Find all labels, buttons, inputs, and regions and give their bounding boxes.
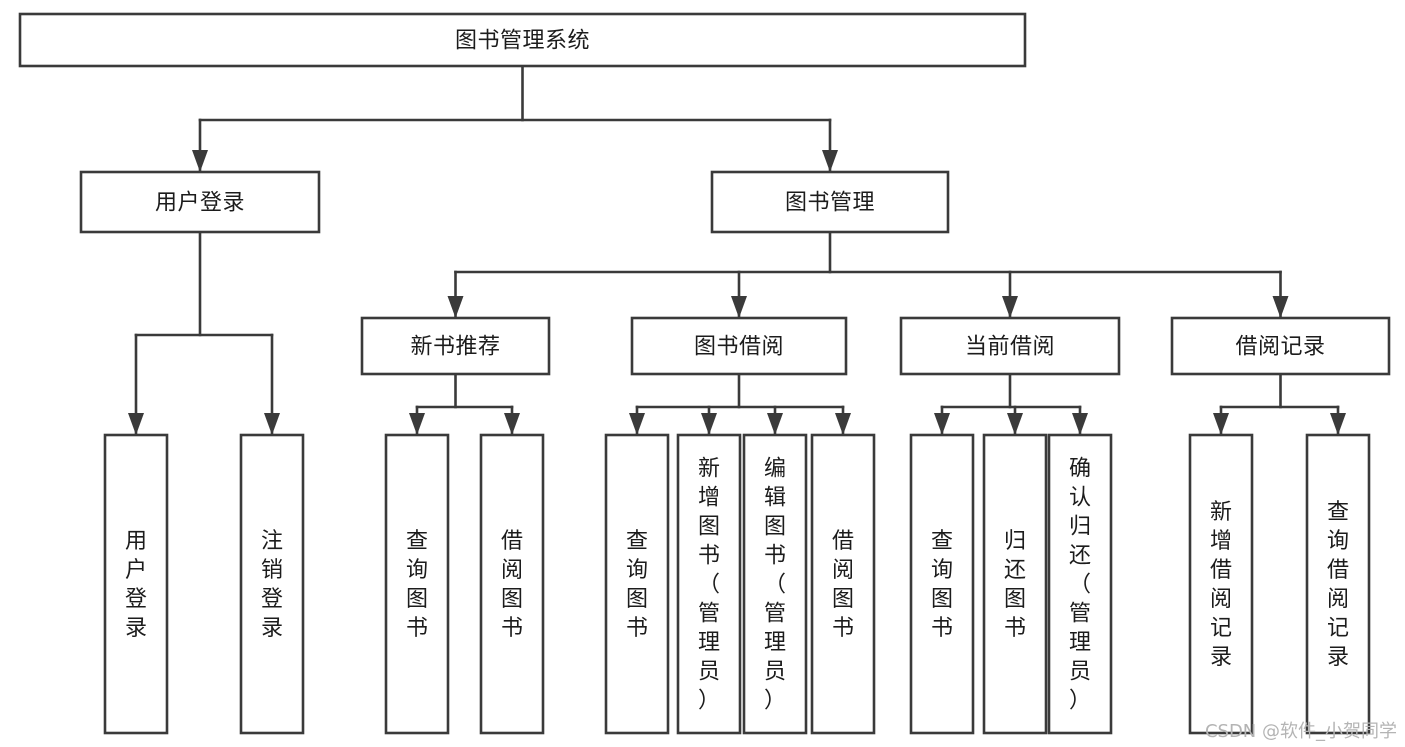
arrow-head-icon <box>701 413 717 435</box>
node-box <box>676 433 742 735</box>
arrow-head-icon <box>1330 413 1346 435</box>
node-box <box>1188 433 1254 735</box>
node-box <box>909 433 975 735</box>
arrow-head-icon <box>1007 413 1023 435</box>
node-box <box>103 433 169 735</box>
arrow-head-icon <box>447 296 464 318</box>
node-leaf-8[interactable]: 查询图书 <box>909 433 975 735</box>
node-leaf-7[interactable]: 借阅图书 <box>810 433 876 735</box>
node-level2-3[interactable]: 借阅记录 <box>1170 316 1391 376</box>
arrow-head-icon <box>629 413 645 435</box>
node-leaf-2[interactable]: 查询图书 <box>384 433 450 735</box>
node-label: 新增图书（管理员） <box>698 457 720 714</box>
node-layer: 图书管理系统用户登录图书管理新书推荐图书借阅当前借阅借阅记录用户登录注销登录查询… <box>18 12 1391 735</box>
arrow-head-icon <box>835 413 851 435</box>
arrow-head-icon <box>1272 296 1289 318</box>
node-label: 注销登录 <box>261 529 283 641</box>
arrow-head-icon <box>1002 296 1018 318</box>
arrow-head-icon <box>822 150 838 172</box>
node-label: 借阅图书 <box>832 529 854 641</box>
node-label: 当前借阅 <box>965 335 1055 360</box>
node-leaf-6[interactable]: 编辑图书（管理员） <box>742 433 808 735</box>
node-box <box>1305 433 1371 735</box>
node-label: 图书管理 <box>785 191 875 216</box>
connector-layer <box>128 64 1346 436</box>
node-box <box>710 170 950 234</box>
node-leaf-12[interactable]: 查询借阅记录 <box>1305 433 1371 735</box>
node-box <box>18 12 1027 68</box>
node-label: 用户登录 <box>125 529 147 641</box>
arrow-head-icon <box>409 413 425 435</box>
node-label: 借阅图书 <box>501 529 523 641</box>
node-box <box>360 316 551 376</box>
arrow-head-icon <box>1213 413 1229 435</box>
watermark-text: CSDN @软件_小贺同学 <box>1204 721 1397 742</box>
arrow-head-icon <box>1072 413 1088 435</box>
node-leaf-9[interactable]: 归还图书 <box>982 433 1048 735</box>
node-box <box>604 433 670 735</box>
node-box <box>810 433 876 735</box>
node-label: 新增借阅记录 <box>1210 500 1232 670</box>
node-label: 归还图书 <box>1004 529 1026 641</box>
node-box <box>630 316 848 376</box>
node-box <box>982 433 1048 735</box>
node-box <box>479 433 545 735</box>
node-leaf-0[interactable]: 用户登录 <box>103 433 169 735</box>
node-label: 编辑图书（管理员） <box>764 457 786 714</box>
node-level2-1[interactable]: 图书借阅 <box>630 316 848 376</box>
arrow-head-icon <box>504 413 520 435</box>
node-box <box>239 433 305 735</box>
node-level2-0[interactable]: 新书推荐 <box>360 316 551 376</box>
arrow-head-icon <box>767 413 783 435</box>
node-leaf-4[interactable]: 查询图书 <box>604 433 670 735</box>
node-level1-0[interactable]: 用户登录 <box>79 170 321 234</box>
node-label: 借阅记录 <box>1235 335 1325 360</box>
arrow-head-icon <box>934 413 950 435</box>
node-label: 查询图书 <box>626 529 648 641</box>
node-box <box>79 170 321 234</box>
node-label: 新书推荐 <box>410 335 500 360</box>
node-level2-2[interactable]: 当前借阅 <box>899 316 1121 376</box>
node-level1-1[interactable]: 图书管理 <box>710 170 950 234</box>
node-leaf-3[interactable]: 借阅图书 <box>479 433 545 735</box>
node-box <box>384 433 450 735</box>
arrow-head-icon <box>128 413 144 435</box>
node-root-0[interactable]: 图书管理系统 <box>18 12 1027 68</box>
node-leaf-5[interactable]: 新增图书（管理员） <box>676 433 742 735</box>
node-label: 查询图书 <box>931 529 953 641</box>
node-box <box>899 316 1121 376</box>
node-box <box>742 433 808 735</box>
node-label: 用户登录 <box>155 191 245 216</box>
node-label: 图书借阅 <box>694 335 784 360</box>
node-label: 确认归还（管理员） <box>1069 457 1091 714</box>
node-leaf-10[interactable]: 确认归还（管理员） <box>1047 433 1113 735</box>
node-box <box>1170 316 1391 376</box>
node-label: 查询借阅记录 <box>1327 500 1349 670</box>
node-leaf-11[interactable]: 新增借阅记录 <box>1188 433 1254 735</box>
arrow-head-icon <box>192 150 208 172</box>
arrow-head-icon <box>264 413 280 435</box>
node-label: 查询图书 <box>406 529 428 641</box>
node-box <box>1047 433 1113 735</box>
node-label: 图书管理系统 <box>455 29 590 54</box>
node-leaf-1[interactable]: 注销登录 <box>239 433 305 735</box>
arrow-head-icon <box>731 296 747 318</box>
